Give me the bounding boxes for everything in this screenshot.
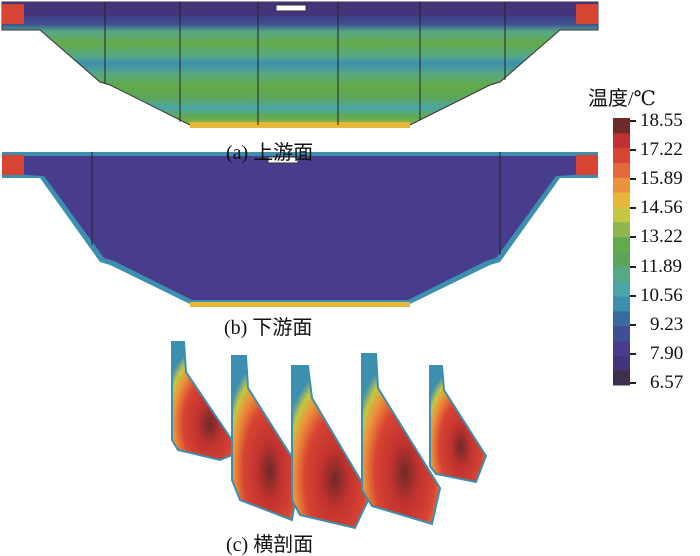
colorbar-tick-label: 7.90 [650,342,684,364]
colorbar-tick-label: 11.89 [640,255,683,277]
colorbar-tick-mark [630,382,636,384]
colorbar-tick-mark [630,120,636,122]
colorbar-tick-label: 15.89 [640,168,683,190]
caption-b: (b) 下游面 [224,317,313,339]
colorbar-band [613,177,630,193]
colorbar-tick-label: 13.22 [640,226,683,248]
colorbar-band [613,340,630,356]
colorbar-band [613,207,630,223]
colorbar-title: 温度/℃ [588,88,656,110]
colorbar-tick-label: 10.56 [640,284,683,306]
colorbar-tick-mark [630,236,636,239]
colorbar-band [613,310,630,327]
caption-c: (c) 横剖面 [226,534,314,556]
colorbar-band [613,266,630,282]
colorbar-tick-mark [630,149,636,152]
colorbar-tick-mark [630,352,636,355]
colorbar-tick-label: 14.56 [640,197,683,219]
cross-sections [171,341,488,530]
colorbar-band [613,192,630,208]
colorbar-tick-mark [630,178,636,181]
colorbar-tick-mark [630,323,636,326]
colorbar-tick-label: 17.22 [640,139,683,161]
downstream-face [2,152,598,307]
colorbar-band [613,296,630,312]
colorbar-band [613,236,630,252]
colorbar-tick-mark [630,207,636,210]
colorbar-band [613,132,630,149]
colorbar-tick-mark [630,294,636,297]
colorbar-band [613,325,630,341]
colorbar-band [613,221,630,238]
colorbar-band [613,355,630,371]
colorbar-tick-mark [630,265,636,268]
colorbar-band [613,118,630,134]
upstream-face [1,1,599,128]
colorbar-band [613,162,630,178]
colorbar-tick-label: 6.57 [650,372,684,393]
colorbar-scale [613,118,630,386]
colorbar-band [613,370,630,386]
colorbar-band [613,281,630,297]
colorbar-band [613,251,630,267]
caption-a: (a) 上游面 [226,142,314,164]
colorbar-tick-label: 9.23 [650,313,684,335]
colorbar-band [613,147,630,163]
colorbar-tick-label: 18.55 [640,110,683,131]
